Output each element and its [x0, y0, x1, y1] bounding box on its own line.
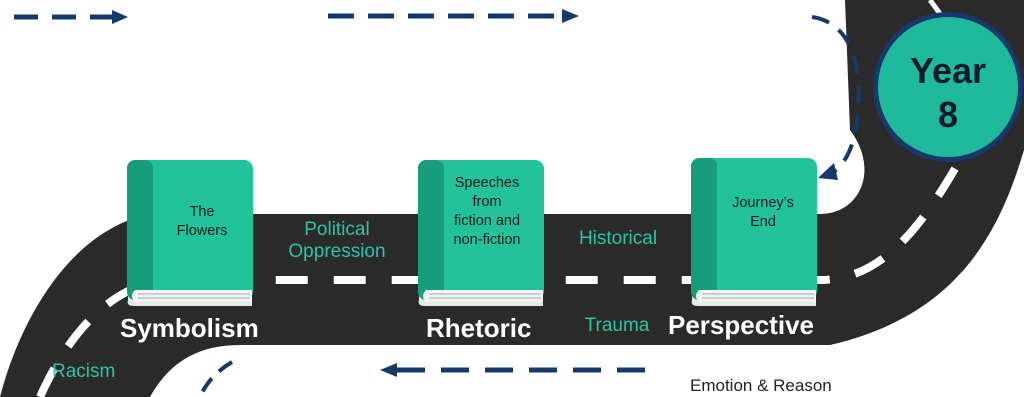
book-title-line: The	[189, 204, 215, 220]
year-badge-line1: Year	[909, 50, 987, 91]
arrow-top-left	[14, 10, 128, 24]
topic-line: Oppression	[288, 241, 386, 262]
book-title-line: fiction and	[453, 213, 521, 229]
year-badge-line2: 8	[937, 94, 959, 135]
theme-symbolism: Symbolism	[120, 313, 259, 343]
road-centre-line	[36, 158, 964, 397]
book-title-the-flowers: The Flowers	[153, 203, 251, 241]
caption-emotion-reason: Emotion & Reason	[690, 376, 832, 395]
book-the-flowers	[127, 160, 253, 306]
arrow-curve-to-journeys-end	[811, 15, 861, 180]
arrow-top-middle	[328, 9, 579, 23]
book-title-line: Flowers	[176, 223, 228, 239]
topic-historical: Historical	[578, 228, 658, 249]
theme-rhetoric: Rhetoric	[426, 313, 532, 343]
topic-political-oppression: Political Oppression	[276, 219, 398, 263]
book-title-line: Journey’s	[732, 195, 794, 211]
book-title-line: non-fiction	[453, 232, 521, 248]
arrow-bottom-curve	[198, 360, 234, 397]
year-badge: Year 8	[873, 12, 1023, 162]
arrow-bottom-left	[380, 363, 645, 377]
book-title-line: from	[472, 194, 502, 210]
book-speeches	[418, 160, 544, 306]
topic-line: Political	[304, 219, 370, 240]
book-title-line: Speeches	[454, 175, 520, 191]
topic-racism: Racism	[52, 361, 116, 382]
book-title-journeys-end: Journey’s End	[711, 194, 815, 232]
book-title-speeches: Speeches from fiction and non-fiction	[432, 174, 542, 250]
book-journeys-end	[691, 158, 817, 306]
theme-perspective: Perspective	[668, 310, 814, 340]
book-title-line: End	[750, 214, 776, 230]
topic-trauma: Trauma	[584, 315, 650, 336]
